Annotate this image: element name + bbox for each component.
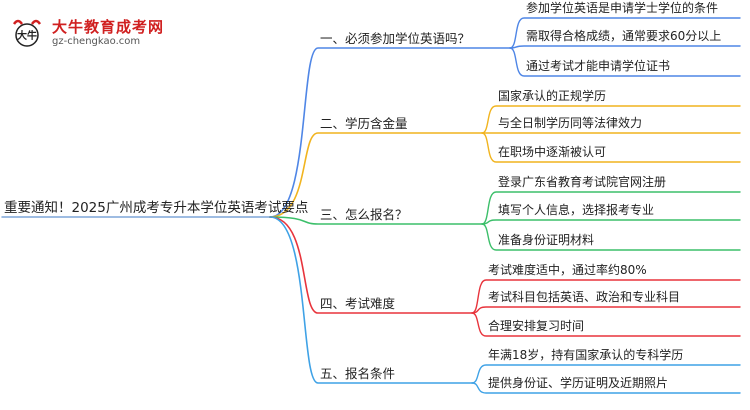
leaf-link-4-1 <box>471 279 741 314</box>
leaf-link-1-2 <box>509 45 741 49</box>
logo-url: gz-chengkao.com <box>52 36 141 47</box>
leaf-link-3-3 <box>481 223 741 251</box>
branch-link-5 <box>269 216 473 384</box>
leaf-label-4-1: 考试难度适中，通过率约80% <box>488 262 647 277</box>
site-logo: 大牛 大牛教育成考网 gz-chengkao.com <box>8 14 238 54</box>
leaf-link-5-1 <box>471 364 741 384</box>
branch-link-4 <box>269 216 473 314</box>
leaf-label-2-2: 与全日制学历同等法律效力 <box>498 115 642 130</box>
leaf-link-4-3 <box>471 312 741 337</box>
bull-logo-icon: 大牛 <box>12 19 42 47</box>
leaf-label-5-2: 提供身份证、学历证明及近期照片 <box>488 375 668 390</box>
leaf-label-1-1: 参加学位英语是申请学士学位的条件 <box>526 0 718 15</box>
leaf-label-2-3: 在职场中逐渐被认可 <box>498 144 606 159</box>
mindmap-links <box>1 17 741 394</box>
branch-link-2 <box>269 132 483 218</box>
leaf-link-5-2 <box>471 382 741 394</box>
leaf-label-3-1: 登录广东省教育考试院官网注册 <box>498 174 666 189</box>
leaf-link-1-1 <box>509 17 741 49</box>
leaf-link-3-2 <box>481 219 741 225</box>
leaf-link-2-3 <box>481 132 741 163</box>
branch-label-4: 四、考试难度 <box>320 296 396 311</box>
logo-title: 大牛教育成考网 <box>52 18 165 36</box>
leaf-label-3-3: 准备身份证明材料 <box>498 232 594 247</box>
leaf-label-3-2: 填写个人信息，选择报考专业 <box>498 202 654 217</box>
branch-link-1 <box>269 47 511 218</box>
leaf-label-5-1: 年满18岁，持有国家承认的专科学历 <box>488 347 683 362</box>
branch-label-1: 一、必须参加学位英语吗？ <box>320 31 470 46</box>
branch-label-5: 五、报名条件 <box>320 366 395 381</box>
root-node-label: 重要通知！2025广州成考专升本学位英语考试要点 <box>4 199 308 216</box>
leaf-link-2-1 <box>481 105 741 134</box>
branch-link-3 <box>269 216 483 225</box>
leaf-link-4-2 <box>471 306 741 314</box>
logo-mark-text: 大牛 <box>17 29 37 42</box>
leaf-label-1-2: 需取得合格成绩，通常要求60分以上 <box>526 28 721 43</box>
leaf-link-3-1 <box>481 191 741 225</box>
leaf-label-4-2: 考试科目包括英语、政治和专业科目 <box>488 289 680 304</box>
leaf-label-2-1: 国家承认的正规学历 <box>498 88 606 103</box>
leaf-label-1-3: 通过考试才能申请学位证书 <box>526 58 670 73</box>
mindmap-nodes: 一、必须参加学位英语吗？ 参加学位英语是申请学士学位的条件需取得合格成绩，通常要求… <box>320 0 721 390</box>
branch-label-2: 二、学历含金量 <box>320 116 408 131</box>
leaf-label-4-3: 合理安排复习时间 <box>488 318 584 333</box>
leaf-link-1-3 <box>509 47 741 77</box>
branch-label-3: 三、怎么报名？ <box>320 207 408 222</box>
